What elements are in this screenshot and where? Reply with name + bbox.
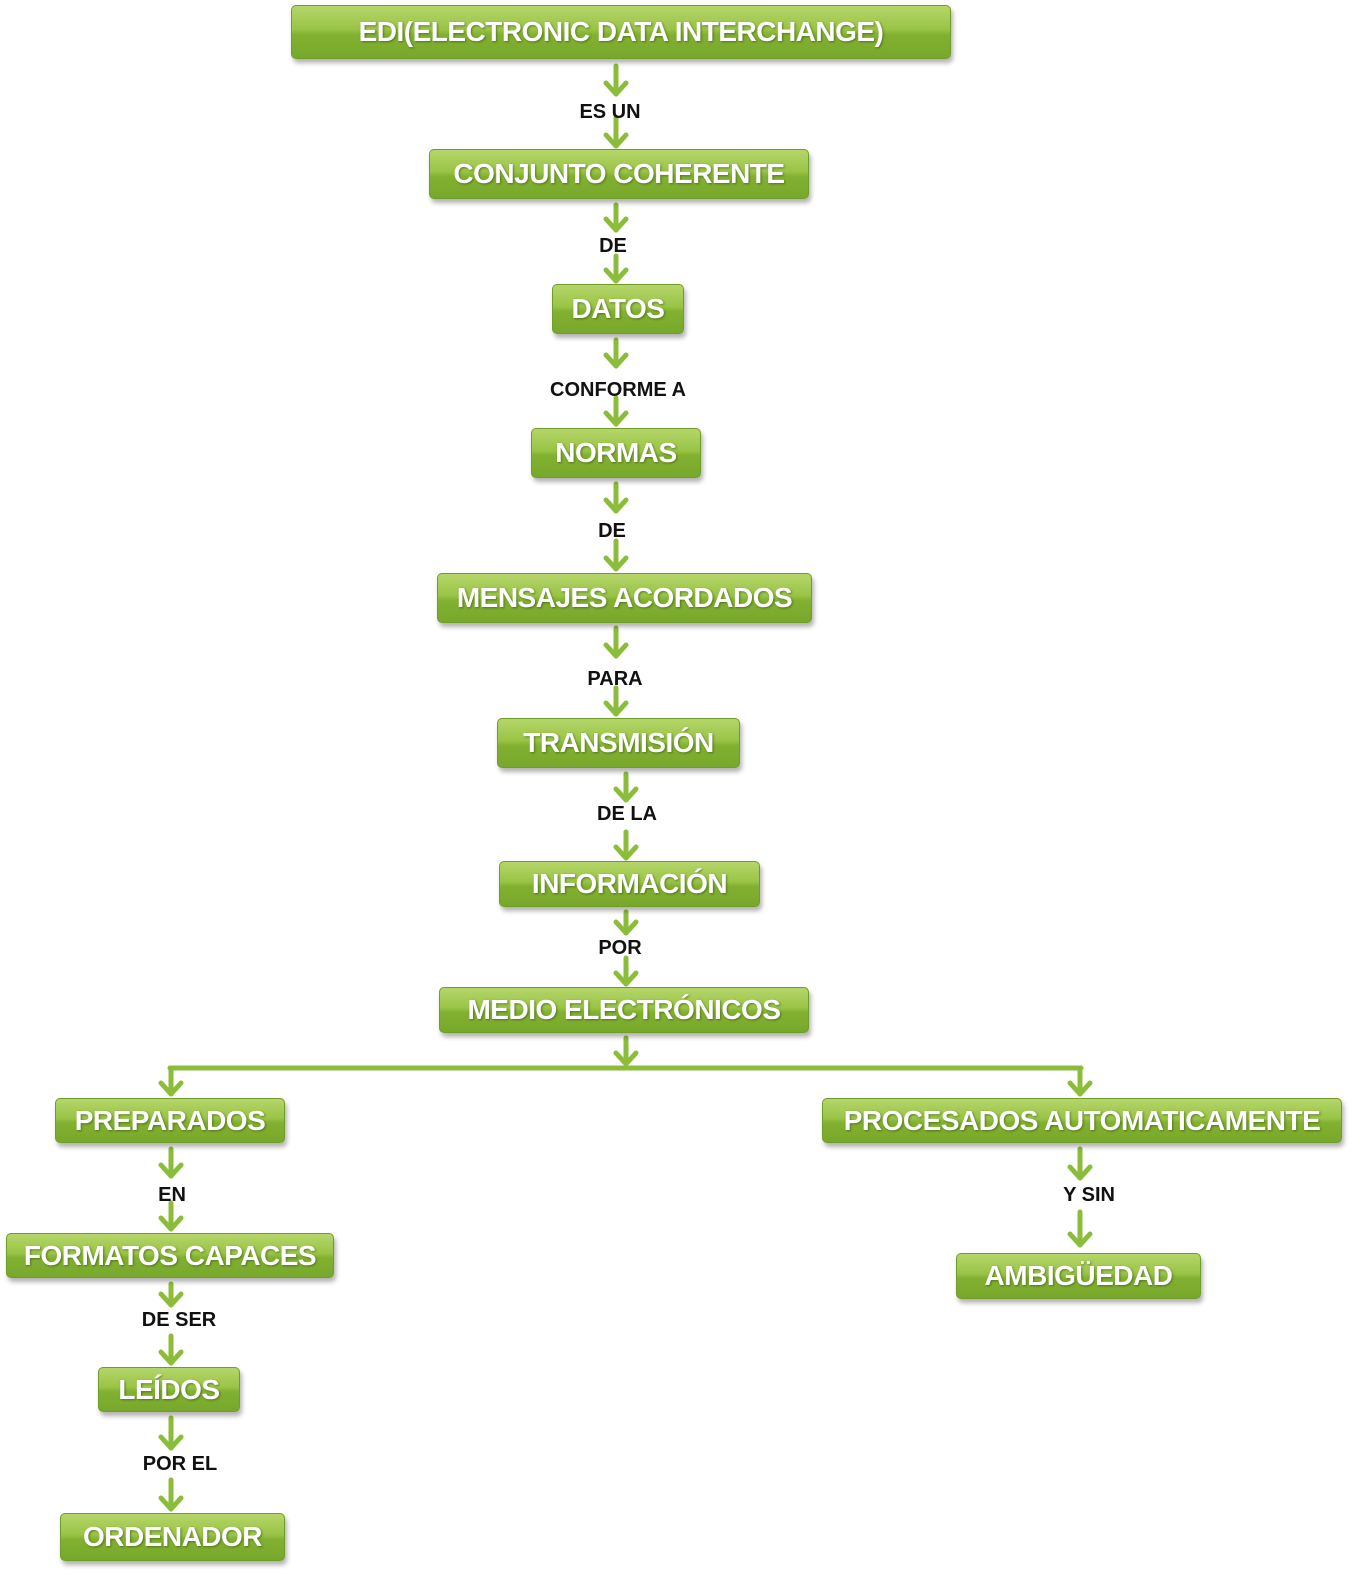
node-mensajes-acordados: MENSAJES ACORDADOS (437, 573, 812, 623)
node-conjunto-coherente: CONJUNTO COHERENTE (429, 149, 809, 199)
node-transmision: TRANSMISIÓN (497, 718, 740, 768)
link-label-de-ser: DE SER (141, 1309, 217, 1331)
link-label-para: PARA (587, 668, 643, 690)
arrow-medio-down-head (613, 1050, 639, 1067)
arrow-to-procesados-head (1067, 1080, 1093, 1097)
arrow-conjunto-to-label-head (603, 216, 629, 233)
link-label-de: DE (599, 235, 627, 257)
arrow-label-to-ordenador-head (158, 1495, 184, 1512)
arrow-procesados-to-label-head (1067, 1164, 1093, 1181)
node-datos: DATOS (552, 284, 684, 334)
link-label-conforme-a: CONFORME A (550, 379, 686, 401)
arrow-mensajes-to-label-head (603, 642, 629, 659)
arrow-formatos-to-label-head (158, 1291, 184, 1308)
arrow-label-to-datos-head (603, 267, 629, 284)
link-label-en: EN (158, 1184, 186, 1206)
arrow-label-to-normas-head (603, 410, 629, 427)
node-edi: EDI(ELECTRONIC DATA INTERCHANGE) (291, 5, 951, 59)
node-leidos: LEÍDOS (98, 1367, 240, 1412)
arrow-label-to-mensajes-head (603, 555, 629, 572)
link-label-es-un: ES UN (579, 101, 641, 123)
arrow-transmision-to-label-head (613, 786, 639, 803)
arrow-to-preparados-head (158, 1080, 184, 1097)
arrow-normas-to-label-head (603, 497, 629, 514)
node-informacion: INFORMACIÓN (499, 861, 760, 907)
link-label-y-sin: Y SIN (1063, 1184, 1115, 1206)
arrow-label-to-medio-head (613, 970, 639, 987)
node-formatos-capaces: FORMATOS CAPACES (6, 1233, 334, 1278)
node-ordenador: ORDENADOR (60, 1513, 285, 1561)
node-procesados-automaticamente: PROCESADOS AUTOMATICAMENTE (822, 1098, 1342, 1143)
arrow-preparados-to-label-head (158, 1162, 184, 1179)
arrow-label-to-formatos-head (158, 1215, 184, 1232)
link-label-de: DE (598, 520, 626, 542)
node-medio-electronicos: MEDIO ELECTRÓNICOS (439, 987, 809, 1033)
link-label-por: POR (598, 937, 642, 959)
node-preparados: PREPARADOS (55, 1098, 285, 1143)
arrow-label-to-leidos-head (158, 1349, 184, 1366)
arrow-leidos-to-label-head (158, 1434, 184, 1451)
link-label-de-la: DE LA (597, 803, 657, 825)
link-label-por-el: POR EL (142, 1453, 218, 1475)
node-ambiguedad: AMBIGÜEDAD (956, 1253, 1201, 1299)
arrow-label-to-transmision-head (603, 700, 629, 717)
arrow-informacion-to-label-head (613, 919, 639, 936)
arrow-edi-to-label-head (603, 80, 629, 97)
arrow-label-to-ambiguedad-head (1067, 1231, 1093, 1248)
arrow-label-to-conjunto-head (603, 132, 629, 149)
arrow-label-to-informacion-head (613, 844, 639, 861)
arrow-datos-to-label-head (603, 352, 629, 369)
node-normas: NORMAS (531, 428, 701, 478)
